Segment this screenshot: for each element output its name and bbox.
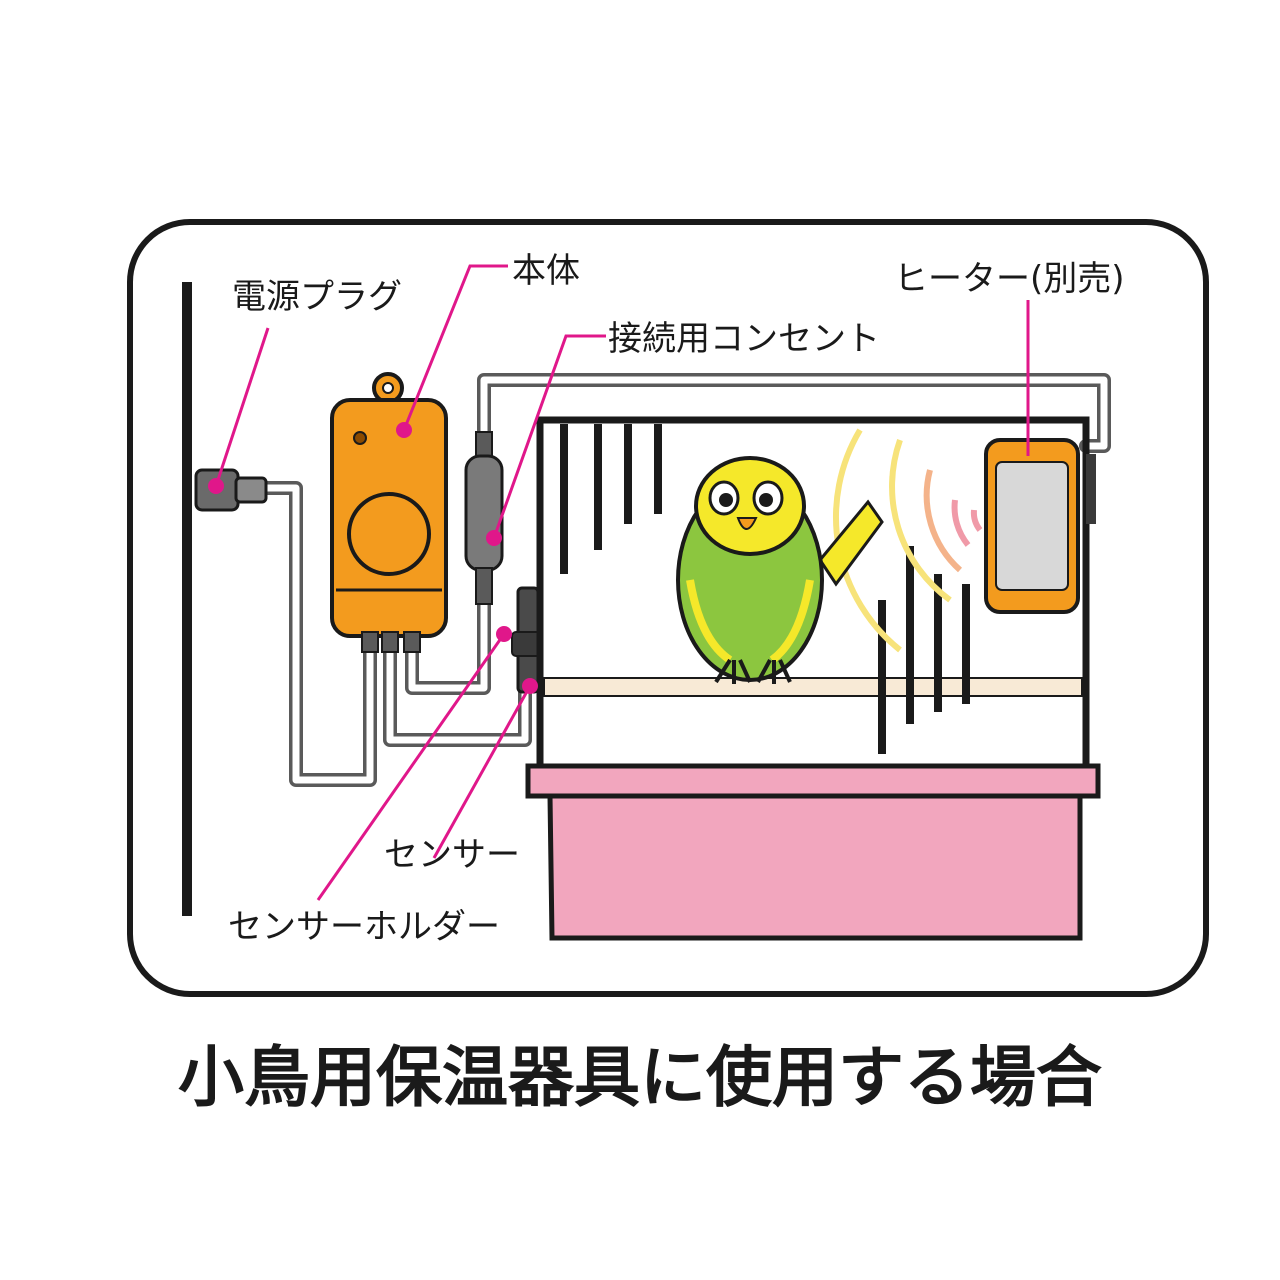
label-power-plug: 電源プラグ — [232, 277, 402, 317]
sensor-holder — [511, 586, 543, 694]
diagram-caption: 小鳥用保温器具に使用する場合 — [178, 1039, 1102, 1116]
label-sensor: センサー — [384, 835, 520, 875]
label-main-unit: 本体 — [512, 251, 580, 291]
label-connection-outlet: 接続用コンセント — [608, 319, 880, 359]
budgie-icon — [676, 456, 884, 684]
cables — [253, 373, 1111, 787]
heater — [984, 438, 1096, 614]
leader-lines — [208, 264, 1030, 901]
cage-tray — [525, 763, 1101, 941]
label-heater: ヒーター(別売) — [894, 259, 1125, 299]
main-unit — [330, 372, 448, 653]
label-sensor-holder: センサーホルダー — [228, 907, 500, 947]
wall — [182, 282, 192, 916]
